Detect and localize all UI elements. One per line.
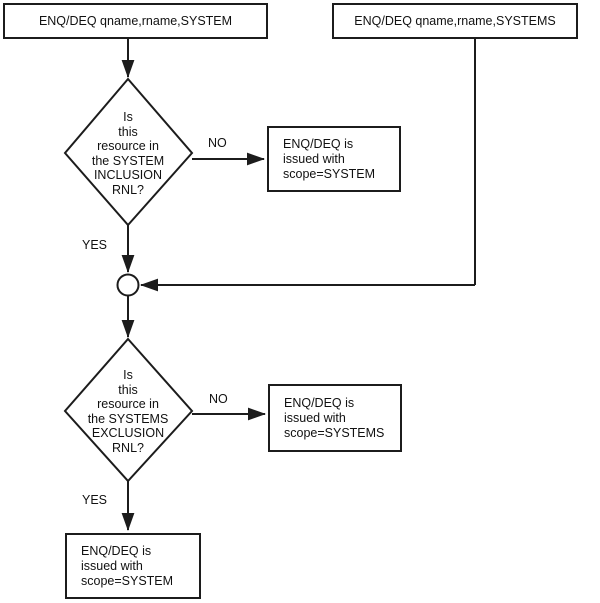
decision-1-no-outcome-label: ENQ/DEQ is issued with scope=SYSTEM bbox=[283, 136, 376, 181]
decision-2-no-outcome-box: ENQ/DEQ is issued with scope=SYSTEMS bbox=[268, 384, 402, 452]
decision-2-no-outcome-label: ENQ/DEQ is issued with scope=SYSTEMS bbox=[284, 395, 385, 440]
start-node-left-label: ENQ/DEQ qname,rname,SYSTEM bbox=[38, 13, 233, 28]
decision-1-no-outcome-box: ENQ/DEQ is issued with scope=SYSTEM bbox=[267, 126, 401, 192]
final-outcome-box: ENQ/DEQ is issued with scope=SYSTEM bbox=[65, 533, 201, 599]
decision-2-no-edge-label: NO bbox=[209, 392, 228, 406]
decision-2-diamond bbox=[63, 337, 194, 483]
decision-1-no-edge-label: NO bbox=[208, 136, 227, 150]
final-outcome-label: ENQ/DEQ is issued with scope=SYSTEM bbox=[81, 543, 174, 588]
start-node-left: ENQ/DEQ qname,rname,SYSTEM bbox=[3, 3, 268, 39]
merge-connector-circle bbox=[116, 273, 140, 297]
decision-1-diamond bbox=[63, 77, 194, 227]
decision-2-yes-edge-label: YES bbox=[82, 493, 108, 507]
decision-1-yes-edge-label: YES bbox=[82, 238, 108, 252]
start-node-right: ENQ/DEQ qname,rname,SYSTEMS bbox=[332, 3, 578, 39]
start-node-right-label: ENQ/DEQ qname,rname,SYSTEMS bbox=[354, 13, 556, 28]
